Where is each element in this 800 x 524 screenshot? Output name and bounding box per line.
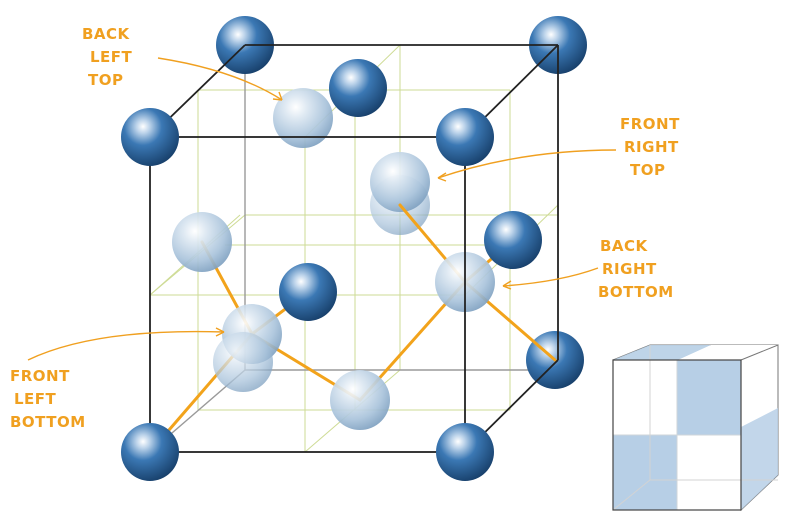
- arrow-front-right-top: [437, 149, 617, 179]
- svg-text:BOTTOM: BOTTOM: [598, 283, 674, 301]
- svg-text:BOTTOM: BOTTOM: [10, 413, 86, 431]
- label-back-left-top: BACK LEFT TOP: [82, 25, 133, 89]
- arrow-back-left-top: [157, 57, 283, 101]
- svg-text:RIGHT: RIGHT: [624, 138, 679, 156]
- label-back-right-bottom: BACK RIGHT BOTTOM: [598, 237, 674, 301]
- atom-front-left-bottom-shadow: [213, 332, 273, 392]
- svg-text:TOP: TOP: [88, 71, 123, 89]
- atom-front-right-top: [370, 152, 430, 212]
- atom-face-center-right: [484, 211, 542, 269]
- arrow-back-right-bottom: [502, 267, 599, 287]
- atom-back-left-top: [273, 88, 333, 148]
- atom-front-corner-bottom-left: [121, 423, 179, 481]
- inset-checker-cube: [612, 344, 779, 512]
- arrow-front-left-bottom: [27, 330, 225, 361]
- atom-face-center-back: [279, 263, 337, 321]
- atom-front-corner-bottom-right: [436, 423, 494, 481]
- atom-face-center-bottom: [330, 370, 390, 430]
- svg-text:BACK: BACK: [82, 25, 131, 43]
- label-front-left-bottom: FRONT LEFT BOTTOM: [10, 367, 86, 431]
- svg-text:LEFT: LEFT: [14, 390, 57, 408]
- atom-front-corner-top-left: [121, 108, 179, 166]
- svg-text:TOP: TOP: [630, 161, 665, 179]
- svg-text:BACK: BACK: [600, 237, 649, 255]
- annotation-arrows: [27, 57, 617, 361]
- svg-text:LEFT: LEFT: [90, 48, 133, 66]
- atom-face-center-left: [172, 212, 232, 272]
- svg-text:FRONT: FRONT: [10, 367, 70, 385]
- svg-text:FRONT: FRONT: [620, 115, 680, 133]
- atom-face-center-top: [329, 59, 387, 117]
- label-front-right-top: FRONT RIGHT TOP: [620, 115, 680, 179]
- atom-front-corner-top-right: [436, 108, 494, 166]
- svg-text:RIGHT: RIGHT: [602, 260, 657, 278]
